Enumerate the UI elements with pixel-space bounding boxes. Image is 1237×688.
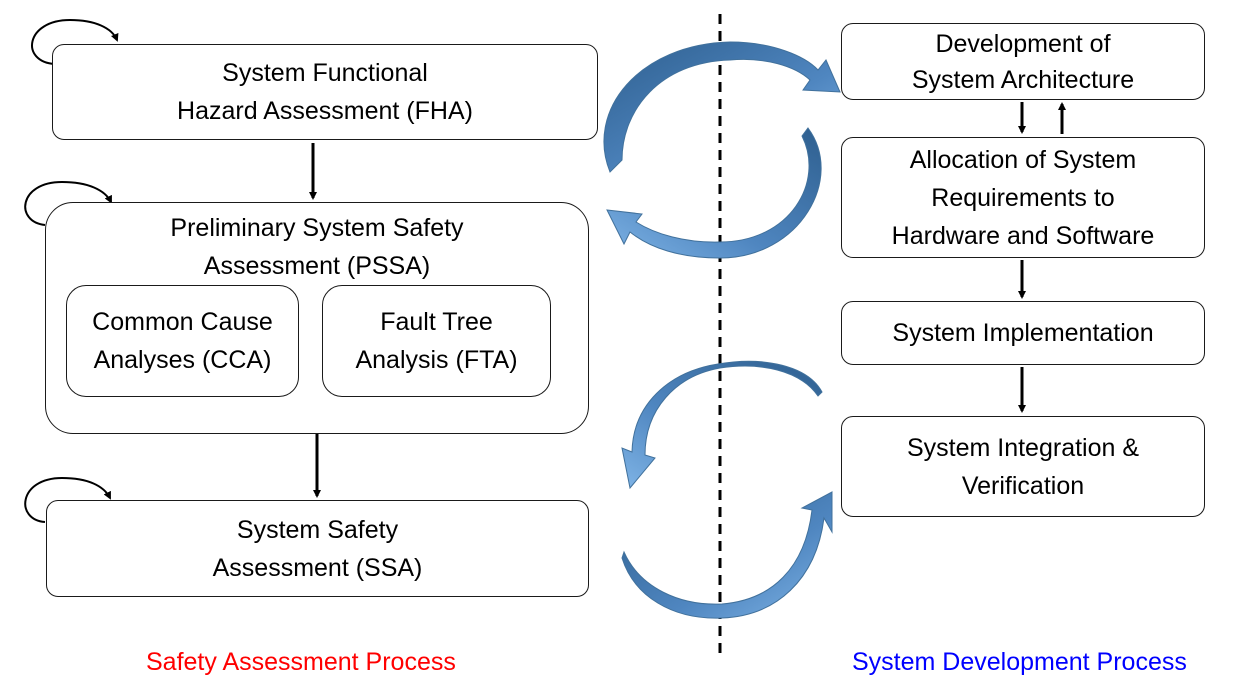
fha-box: System Functional Hazard Assessment (FHA…: [52, 44, 598, 140]
upper-cycle-arrow-to-safety: [606, 127, 822, 259]
fha-self-loop-arrow: [31, 18, 119, 65]
ssa-box: System Safety Assessment (SSA): [46, 500, 589, 597]
architecture-box: Development of System Architecture: [841, 23, 1205, 100]
implementation-label: System Implementation: [892, 319, 1154, 347]
integration-box: System Integration & Verification: [841, 416, 1205, 517]
pssa-label: Preliminary System Safety Assessment (PS…: [170, 214, 464, 280]
fta-label: Fault Tree Analysis (FTA): [355, 308, 518, 374]
lower-cycle-arrow-to-safety: [621, 360, 823, 490]
fha-label: System Functional Hazard Assessment (FHA…: [177, 59, 473, 125]
allocation-label: Allocation of System Requirements to Har…: [891, 145, 1155, 250]
ssa-label: System Safety Assessment (SSA): [212, 515, 423, 582]
lower-cycle-arrow-to-development: [621, 491, 833, 619]
ssa-self-loop-arrow: [24, 476, 111, 523]
pssa-self-loop-arrow: [24, 180, 112, 226]
cca-box: Common Cause Analyses (CCA): [66, 285, 299, 397]
safety-process-caption: Safety Assessment Process: [146, 648, 456, 676]
architecture-label: Development of System Architecture: [911, 29, 1135, 94]
cca-label: Common Cause Analyses (CCA): [92, 308, 273, 374]
development-process-caption: System Development Process: [852, 648, 1187, 676]
fta-box: Fault Tree Analysis (FTA): [322, 285, 551, 397]
implementation-box: System Implementation: [841, 301, 1205, 365]
integration-label: System Integration & Verification: [906, 433, 1140, 500]
upper-cycle-arrow-to-development: [603, 41, 841, 173]
allocation-box: Allocation of System Requirements to Har…: [841, 137, 1205, 258]
